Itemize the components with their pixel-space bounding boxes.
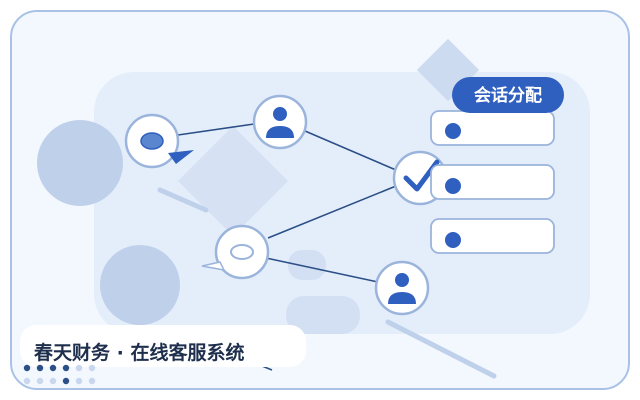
session-row[interactable] — [430, 164, 555, 200]
decor-stroke-2 — [385, 319, 497, 379]
status-dot — [445, 232, 461, 248]
status-dot — [445, 123, 461, 139]
decor-pill-2 — [286, 296, 360, 334]
decor-circle-bottom — [100, 245, 180, 325]
connection-line — [177, 123, 255, 136]
caption-box: 春天财务 · 在线客服系统 — [20, 325, 306, 367]
chat-bubble-icon — [230, 244, 254, 260]
session-row[interactable] — [430, 218, 555, 254]
status-dot — [445, 178, 461, 194]
user-icon — [388, 273, 416, 304]
dot-grid-decor — [23, 364, 96, 385]
session-row[interactable] — [430, 110, 555, 146]
connection-line — [267, 185, 397, 239]
session-list — [430, 110, 555, 254]
connection-lines — [177, 123, 397, 283]
decor-stroke-1 — [157, 187, 209, 213]
user-icon — [266, 107, 294, 138]
badge-label: 会话分配 — [474, 85, 542, 106]
session-allocation-badge[interactable]: 会话分配 — [452, 77, 564, 113]
decor-pill-1 — [288, 250, 326, 280]
connection-line — [265, 257, 379, 283]
user-node-bottom — [374, 260, 430, 316]
chat-node-middle — [201, 224, 270, 280]
decor-circle-left — [37, 120, 123, 206]
chat-bubble-icon — [140, 132, 164, 150]
user-node-top — [252, 94, 308, 150]
caption-text: 春天财务 · 在线客服系统 — [34, 341, 244, 364]
chat-node-left — [124, 113, 194, 169]
connection-line — [304, 130, 397, 171]
